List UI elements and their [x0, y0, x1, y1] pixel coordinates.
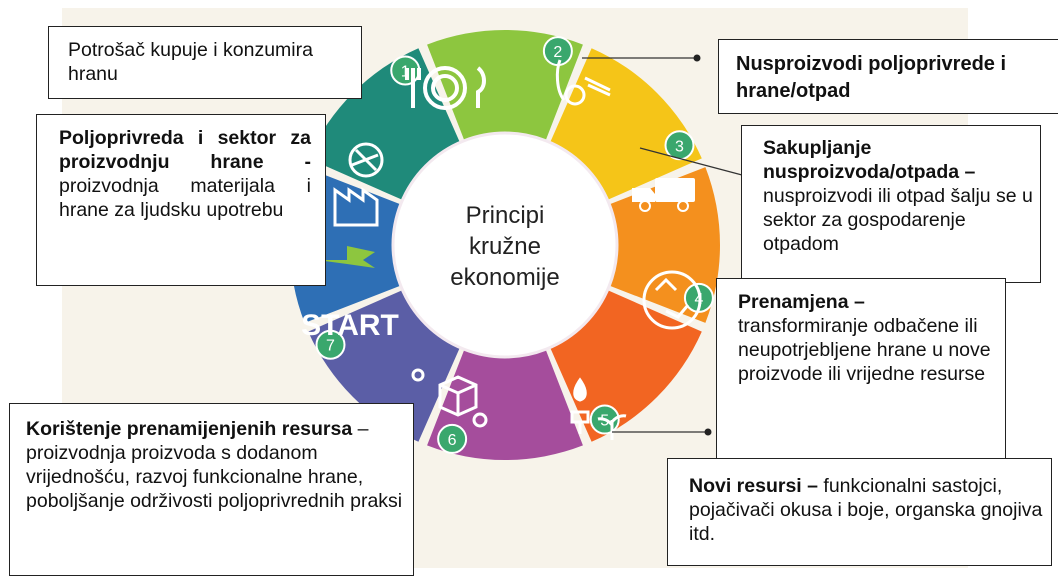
new-resources-text: funkcionalni sastojci, pojačivači okusa … — [689, 475, 1043, 545]
new-resources-box: Novi resursi – funkcionalni sastojci, po… — [667, 458, 1052, 566]
food-scraps-icon — [555, 59, 611, 106]
usage-title: Korištenje prenamijenjenih resursa — [26, 418, 353, 440]
center-title-line: kružne — [468, 233, 542, 260]
step-number: 3 — [675, 138, 684, 155]
repurpose-box: Prenamjena – transformiranje odbačene il… — [716, 278, 1006, 464]
wheel-segment-1 — [308, 48, 460, 200]
usage-box: Korištenje prenamijenjenih resursa – pro… — [9, 403, 414, 576]
center-circle — [393, 133, 617, 357]
step-badge — [664, 130, 695, 161]
step-number: 2 — [553, 44, 562, 61]
center-title-line: Principi — [465, 202, 545, 229]
box-gear-icon — [411, 368, 488, 428]
step-number: 7 — [326, 338, 335, 355]
recycling-truck-icon — [632, 178, 695, 212]
collection-text: nusproizvodi ili otpad šalju se u sektor… — [763, 185, 1033, 255]
step-badge — [315, 329, 346, 360]
consumer-box: Potrošač kupuje i konzumira hranu — [48, 26, 362, 99]
wheel-segment-7 — [308, 290, 460, 442]
wheel-segment-6 — [427, 349, 583, 461]
agriculture-title: Poljoprivreda i sektor za proizvodnju hr… — [59, 127, 311, 173]
collection-title: Sakupljanje nusproizvoda/otpada — [763, 137, 960, 183]
center-title: Principi kružne ekonomije — [430, 200, 580, 293]
wheel-segment-4 — [609, 167, 720, 323]
new-resources-title: Novi resursi – — [689, 475, 824, 497]
water-energy-plant-icon — [570, 377, 627, 440]
center-title-line: ekonomije — [450, 264, 560, 291]
consumer-text: Potrošač kupuje i konzumira hranu — [68, 39, 313, 85]
byproducts-box: Nusproizvodi poljoprivrede i hrane/otpad — [718, 39, 1058, 114]
agriculture-text: proizvodnja materijala i hrane za ljudsk… — [59, 175, 311, 221]
farm-factory-icon — [333, 142, 384, 227]
usage-text: – proizvodnja proizvoda s dodanom vrijed… — [26, 418, 403, 512]
repurpose-title: Prenamjena – — [738, 291, 865, 313]
wheel-segment-2 — [427, 29, 583, 141]
byproducts-title: Nusproizvodi poljoprivrede i hrane/otpad — [736, 53, 1007, 102]
repurpose-text: transformiranje odbačene ili neupotrjebl… — [738, 315, 991, 385]
start-flag-icon — [317, 246, 375, 268]
agriculture-dash: - — [263, 151, 311, 173]
step-badge — [437, 423, 468, 454]
collection-dash: – — [959, 161, 976, 183]
collection-box: Sakupljanje nusproizvoda/otpada – nuspro… — [741, 125, 1041, 283]
start-label: START — [301, 309, 399, 342]
plate-cutlery-icon — [405, 66, 486, 110]
recycle-arrows-icon — [642, 270, 702, 330]
connector-line — [639, 147, 743, 176]
step-number: 6 — [448, 432, 457, 449]
agriculture-box: Poljoprivreda i sektor za proizvodnju hr… — [36, 114, 326, 286]
